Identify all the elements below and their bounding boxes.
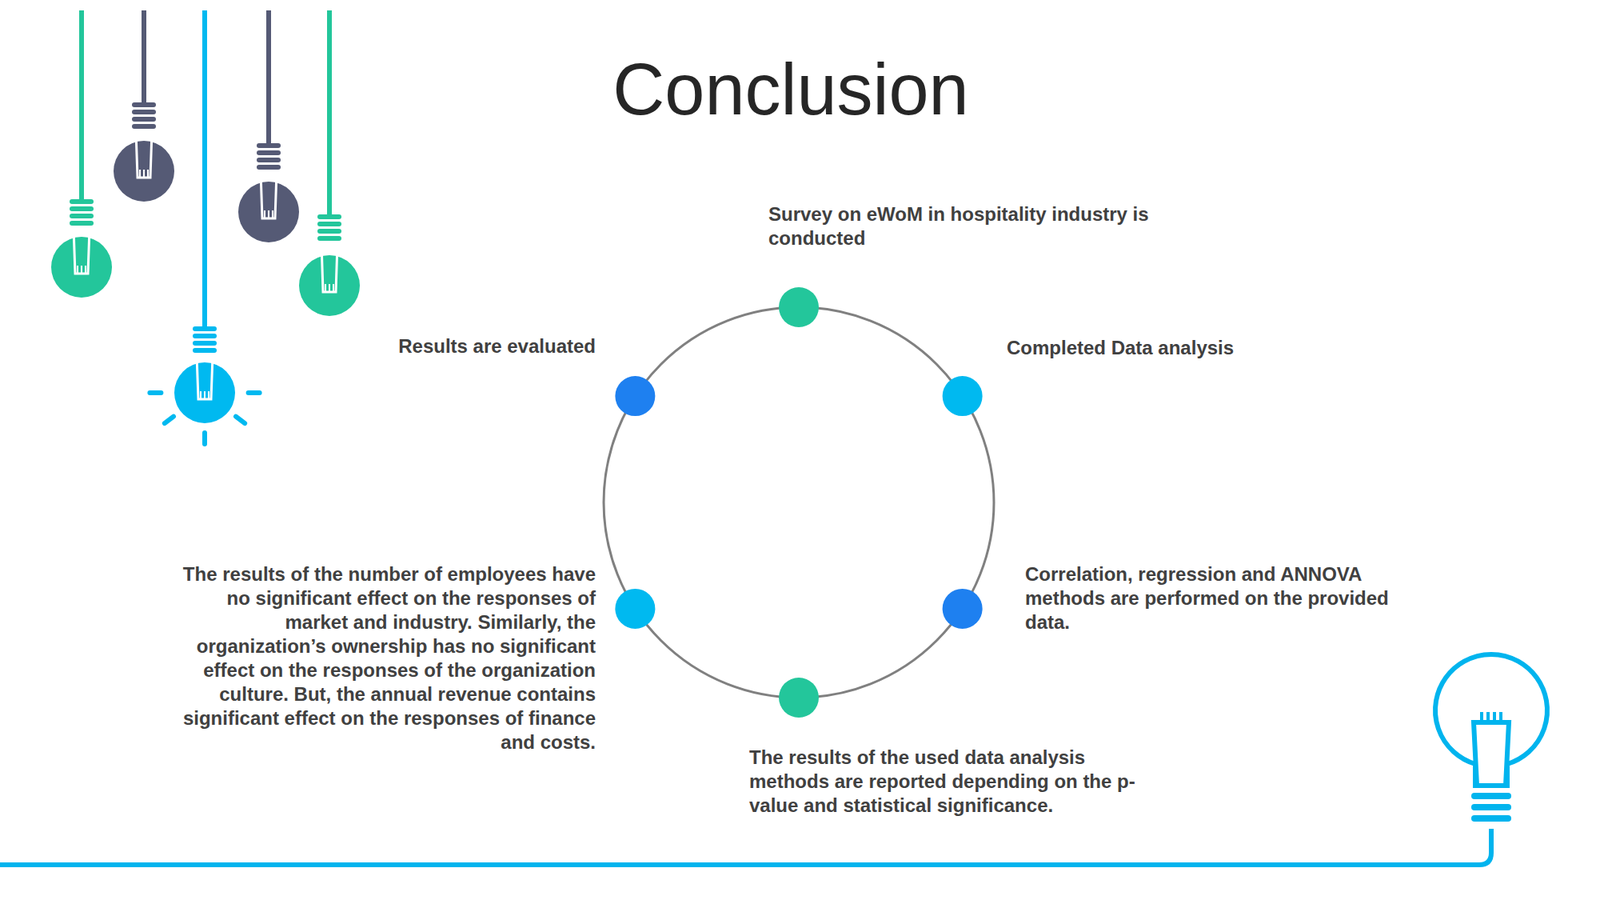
ring-dot — [778, 677, 819, 718]
hanging-bulbs — [51, 10, 360, 444]
bulb-icon — [113, 10, 175, 202]
bulb-icon — [299, 10, 360, 316]
step-label: Results are evaluated — [275, 334, 596, 359]
ring-dot — [942, 588, 983, 629]
ring-dot — [614, 588, 655, 629]
step-label: Completed Data analysis — [1006, 335, 1343, 360]
step-label: Correlation, regression and ANNOVA metho… — [1025, 562, 1425, 635]
ring-dot — [778, 287, 819, 328]
slide-title: Conclusion — [612, 49, 969, 130]
step-label: Survey on eWoM in hospitality industry i… — [768, 202, 1185, 251]
step-label: The results of the used data analysis me… — [749, 745, 1158, 818]
ring-dot — [942, 375, 983, 416]
bulb-icon — [238, 10, 300, 243]
ring-dot — [614, 375, 655, 416]
step-label: The results of the number of employees h… — [163, 562, 596, 755]
process-ring — [603, 287, 994, 718]
bulb-icon — [51, 10, 112, 298]
